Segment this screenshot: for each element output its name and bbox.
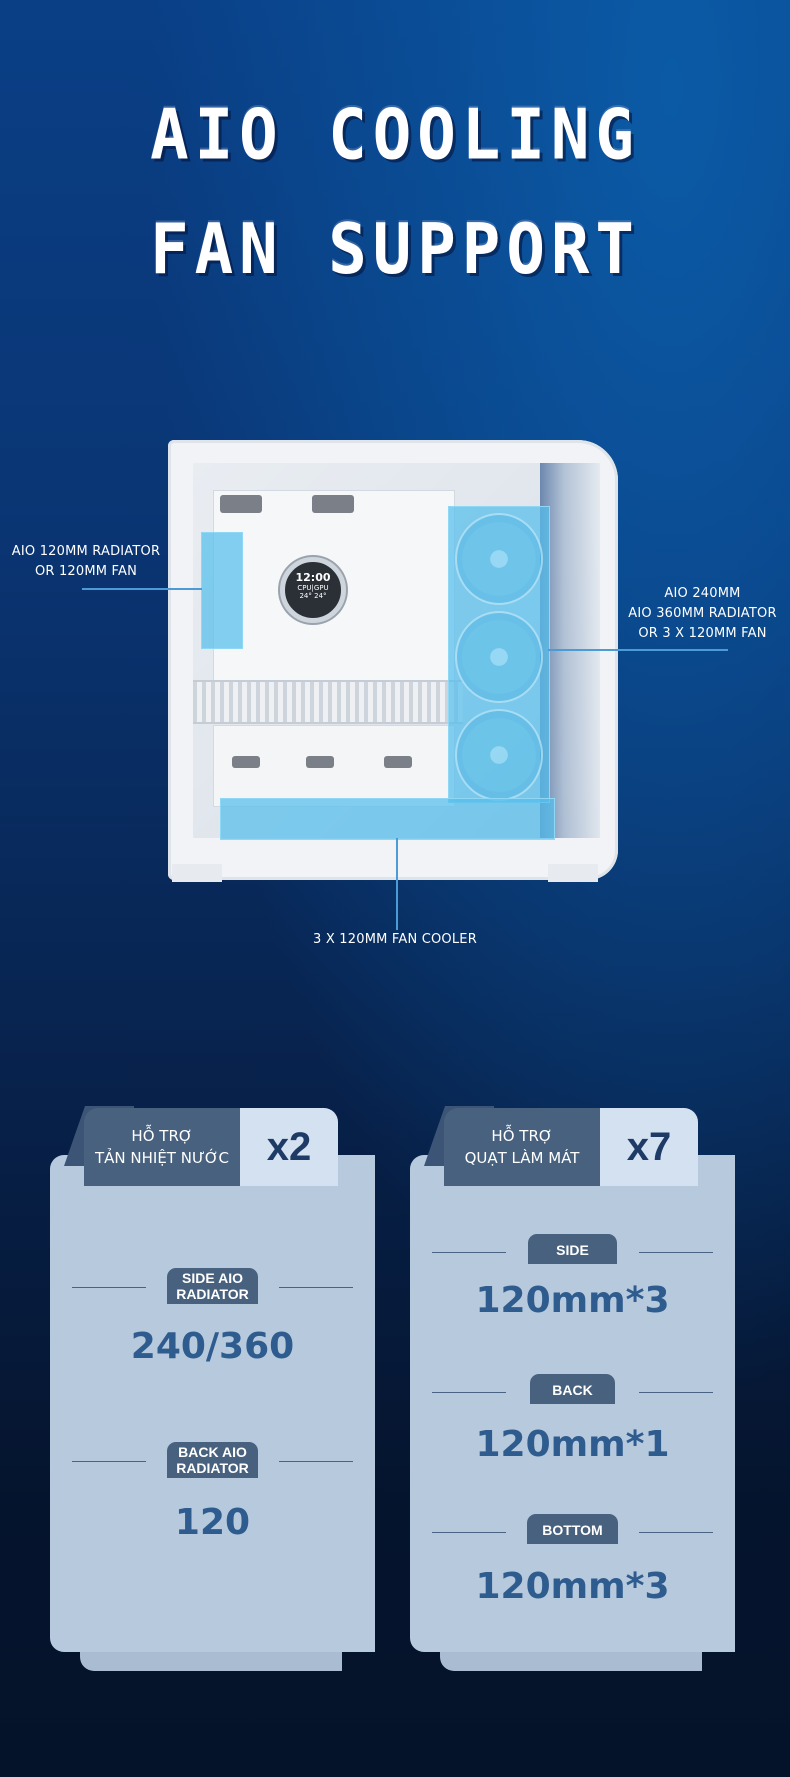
case-foot (548, 864, 598, 882)
callout-back-line-1: AIO 120MM RADIATOR (11, 544, 161, 559)
spec-value: 120mm*3 (475, 1566, 670, 1607)
pump-time: 12:00 (295, 571, 331, 584)
divider (639, 1532, 713, 1533)
radiator-support-card: HỖ TRỢ TẢN NHIỆT NƯỚC x2 SIDE AIO RADIAT… (50, 1100, 380, 1680)
callout-side-line-1: AIO 240MM (664, 586, 741, 601)
spec-label-line: BACK (552, 1382, 593, 1398)
pump-gpu-label: GPU (313, 584, 329, 592)
vent-cutout (220, 495, 262, 513)
callout-side: AIO 240MM AIO 360MM RADIATOR OR 3 X 120M… (615, 584, 790, 644)
spec-row-side: SIDE 120mm*3 (410, 1234, 735, 1321)
psu-shroud (193, 680, 463, 724)
pc-case-illustration: 12:00 CPU|GPU 24° 24° (168, 440, 618, 882)
spec-label: BACK (530, 1374, 615, 1404)
callout-side-line-2: AIO 360MM RADIATOR (628, 606, 777, 621)
case-foot (172, 864, 222, 882)
divider (72, 1287, 146, 1288)
callout-side-line-3: OR 3 X 120MM FAN (638, 626, 767, 641)
callout-line-bottom (396, 838, 398, 930)
psu-area (213, 725, 455, 807)
divider (432, 1392, 506, 1393)
callout-bottom-line-1: 3 X 120MM FAN COOLER (313, 932, 477, 947)
tab-line-2: TẢN NHIỆT NƯỚC (94, 1149, 229, 1167)
divider (432, 1252, 506, 1253)
back-radiator-highlight (201, 532, 243, 649)
vent-cutout (306, 756, 334, 768)
fan-icon (455, 709, 543, 801)
fan-icon (455, 513, 543, 605)
title-line-1: AIO COOLING (150, 95, 640, 176)
bottom-fans-highlight (220, 798, 555, 840)
spec-label-line: SIDE AIO (182, 1270, 243, 1286)
spec-value: 240/360 (130, 1326, 295, 1367)
divider (432, 1532, 506, 1533)
spec-row-back-aio: BACK AIO RADIATOR 120 (50, 1442, 375, 1543)
card-tab-label: HỖ TRỢ TẢN NHIỆT NƯỚC (84, 1108, 240, 1186)
spec-label-line: SIDE (556, 1242, 589, 1258)
spec-value: 120 (174, 1502, 251, 1543)
callout-back: AIO 120MM RADIATOR OR 120MM FAN (0, 542, 172, 582)
vent-cutout (232, 756, 260, 768)
callout-line-back (82, 588, 202, 590)
card-body (50, 1155, 375, 1652)
tab-line-2: QUẠT LÀM MÁT (464, 1149, 580, 1167)
vent-cutout (384, 756, 412, 768)
title-line-2: FAN SUPPORT (150, 210, 640, 291)
spec-label: BACK AIO RADIATOR (167, 1442, 258, 1478)
pump-cpu-temp: 24° (299, 592, 312, 600)
spec-label: SIDE (528, 1234, 617, 1264)
side-radiator-highlight (448, 506, 550, 803)
callout-bottom: 3 X 120MM FAN COOLER (295, 930, 495, 950)
aio-pump-display: 12:00 CPU|GPU 24° 24° (280, 557, 346, 623)
card-count-badge: x7 (600, 1108, 698, 1186)
spec-label: BOTTOM (527, 1514, 618, 1544)
divider (639, 1392, 713, 1393)
divider (639, 1252, 713, 1253)
callout-line-side (548, 649, 728, 651)
spec-row-back: BACK 120mm*1 (410, 1374, 735, 1465)
spec-row-bottom: BOTTOM 120mm*3 (410, 1514, 735, 1607)
spec-value: 120mm*3 (475, 1280, 670, 1321)
card-count-badge: x2 (240, 1108, 338, 1186)
card-tab-label: HỖ TRỢ QUẠT LÀM MÁT (444, 1108, 600, 1186)
pump-cpu-label: CPU (297, 584, 312, 592)
divider (72, 1461, 146, 1462)
callout-back-line-2: OR 120MM FAN (34, 564, 138, 579)
tab-line-1: HỖ TRỢ (491, 1127, 553, 1145)
spec-label: SIDE AIO RADIATOR (167, 1268, 258, 1304)
fan-support-card: HỖ TRỢ QUẠT LÀM MÁT x7 SIDE 120mm*3 BACK… (410, 1100, 740, 1680)
spec-row-side-aio: SIDE AIO RADIATOR 240/360 (50, 1268, 375, 1367)
divider (279, 1287, 353, 1288)
spec-label-line: BOTTOM (542, 1522, 603, 1538)
spec-label-line: RADIATOR (176, 1460, 249, 1476)
fan-icon (455, 611, 543, 703)
page-title: AIO COOLING FAN SUPPORT (0, 78, 790, 307)
vent-cutout (312, 495, 354, 513)
spec-label-line: RADIATOR (176, 1286, 249, 1302)
spec-value: 120mm*1 (475, 1424, 670, 1465)
divider (279, 1461, 353, 1462)
tab-line-1: HỖ TRỢ (131, 1127, 193, 1145)
spec-label-line: BACK AIO (178, 1444, 247, 1460)
pump-gpu-temp: 24° (314, 592, 327, 600)
